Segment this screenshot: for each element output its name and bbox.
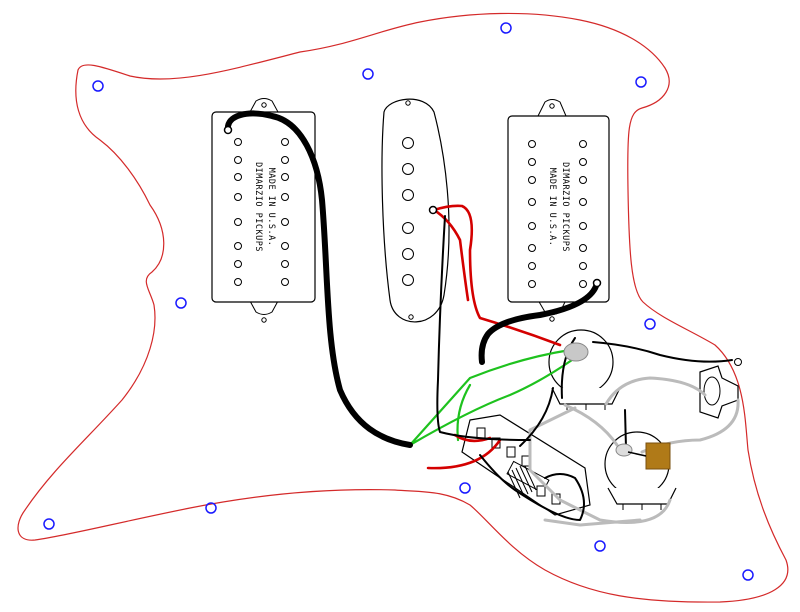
mounting-ear-top bbox=[249, 98, 279, 113]
switch-spring bbox=[507, 463, 537, 499]
red-wire bbox=[426, 204, 562, 470]
pickup-brand-label: DIMARZIO PICKUPS bbox=[560, 162, 570, 252]
screw-hole bbox=[362, 68, 374, 80]
pickup-origin-label: MADE IN U.S.A. bbox=[547, 168, 557, 247]
screw-hole bbox=[742, 569, 754, 581]
middle-pickup-lead bbox=[428, 205, 438, 215]
screw-hole bbox=[43, 518, 55, 530]
pickup-cover bbox=[507, 115, 610, 303]
screw-hole bbox=[644, 318, 656, 330]
pole-pieces bbox=[234, 138, 289, 286]
mounting-ear-bottom bbox=[249, 300, 279, 315]
pickguard-outline bbox=[17, 12, 789, 603]
pot-body bbox=[548, 329, 614, 395]
solder-joint bbox=[563, 342, 589, 362]
screw-hole bbox=[635, 76, 647, 88]
bridge-humbucker-pickup: DIMARZIO PICKUPS MADE IN U.S.A. bbox=[507, 99, 610, 322]
bridge-pickup-lead bbox=[592, 278, 602, 288]
five-way-switch bbox=[461, 414, 591, 516]
screw-hole bbox=[205, 502, 217, 514]
pole-pieces bbox=[402, 137, 414, 286]
switch-lugs bbox=[476, 427, 561, 505]
screw-hole bbox=[92, 80, 104, 92]
shield-wire bbox=[528, 376, 740, 527]
pickup-brand-label: DIMARZIO PICKUPS bbox=[253, 162, 263, 252]
screw-hole bbox=[500, 22, 512, 34]
screw-holes bbox=[43, 22, 754, 581]
solder-joint bbox=[615, 443, 633, 457]
capacitor-lead bbox=[627, 451, 647, 457]
screw-hole bbox=[594, 540, 606, 552]
pickup-cover bbox=[381, 98, 450, 323]
volume-pot bbox=[548, 329, 621, 410]
screw-hole bbox=[459, 482, 471, 494]
middle-single-coil-pickup bbox=[381, 98, 450, 323]
tone-capacitor bbox=[645, 442, 671, 470]
pole-pieces bbox=[528, 140, 587, 288]
pickup-origin-label: MADE IN U.S.A. bbox=[266, 168, 276, 247]
ground-wire-thin bbox=[436, 215, 733, 521]
output-jack bbox=[699, 358, 742, 419]
pot-lugs bbox=[607, 487, 677, 505]
screw-hole bbox=[175, 297, 187, 309]
neck-pickup-lead bbox=[223, 125, 233, 135]
ground-wire-thick bbox=[225, 110, 600, 448]
